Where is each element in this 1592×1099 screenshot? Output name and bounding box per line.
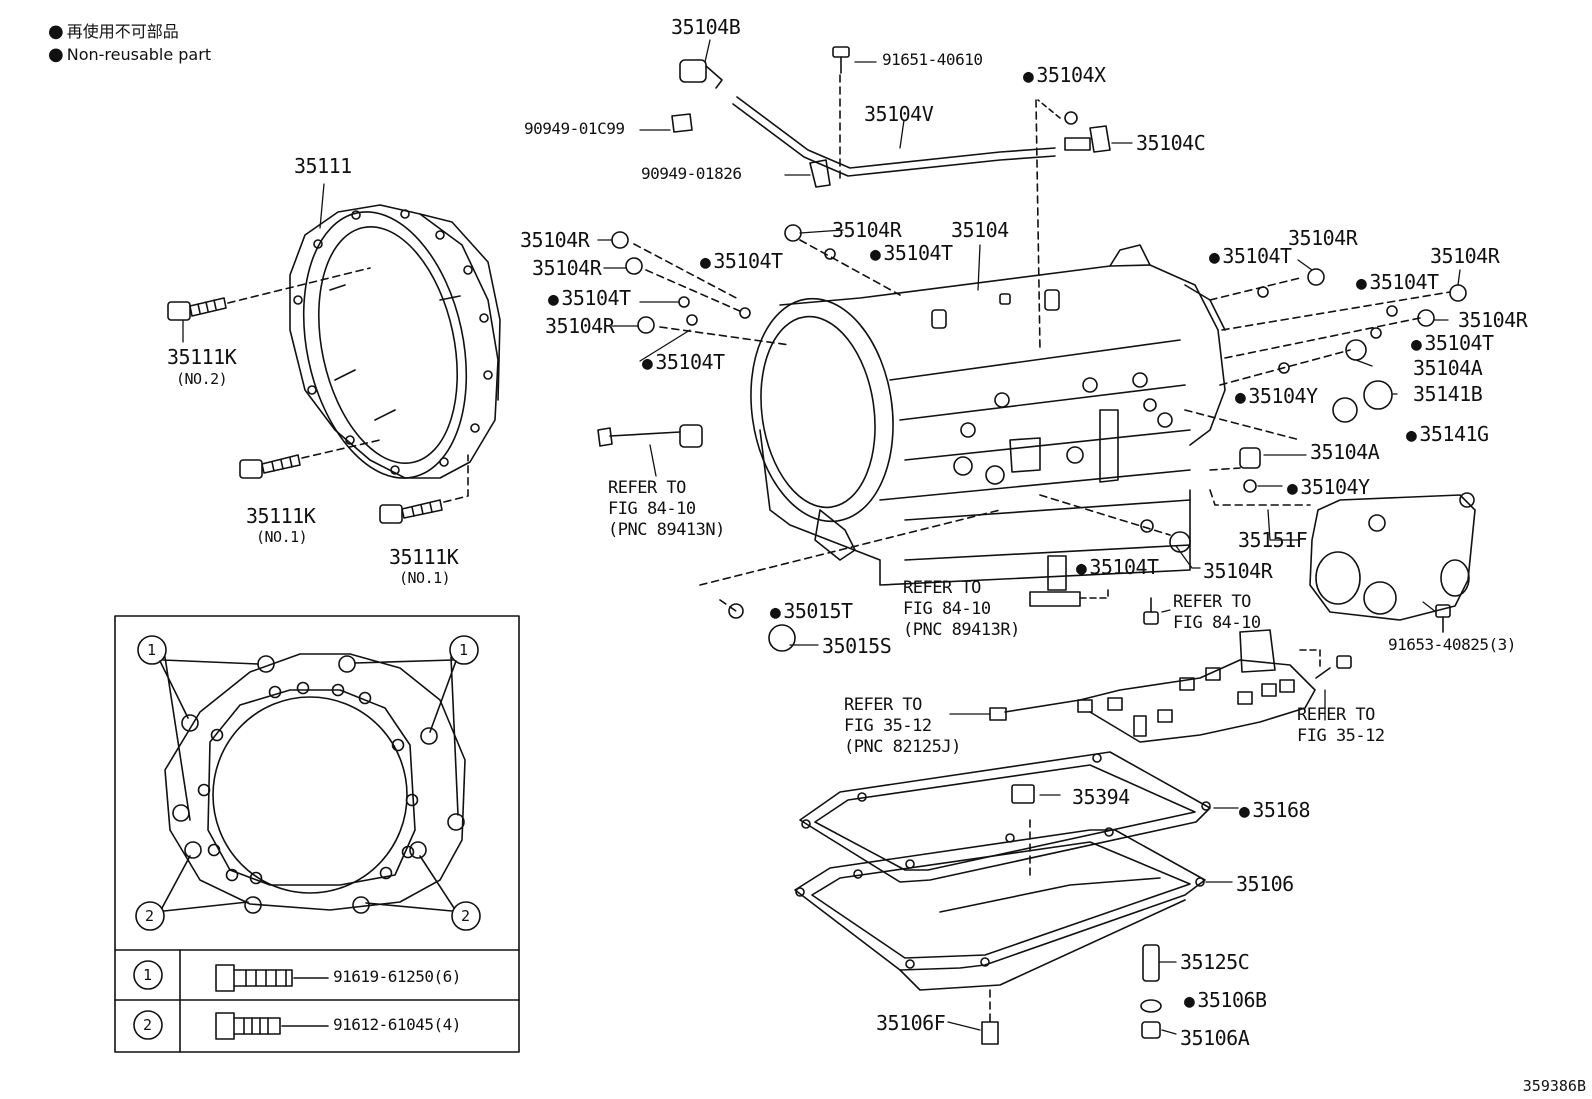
diagram-code: 359386B	[1522, 1077, 1586, 1095]
gasket-callout-2-left: 2	[145, 907, 154, 925]
gasket-inset	[114, 615, 520, 1053]
label-91651-40610: 91651-40610	[882, 50, 983, 69]
label-35141g: 35141G	[1406, 424, 1489, 445]
label-35104r-right-1: 35104R	[1288, 226, 1358, 250]
bolt-table-key-1: 1	[143, 966, 152, 984]
refer-fig-84-10-89413n[interactable]: REFER TO FIG 84-10 (PNC 89413N)	[608, 478, 725, 540]
label-90949-01826: 90949-01826	[641, 164, 742, 183]
gasket-callout-1-left: 1	[147, 641, 156, 659]
label-35106a: 35106A	[1180, 1026, 1250, 1050]
refer-fig-35-12-82125j[interactable]: REFER TO FIG 35-12 (PNC 82125J)	[844, 695, 961, 757]
oil-pan-gasket	[799, 751, 1211, 883]
bolt-table-part-1: 91619-61250(6)	[333, 967, 461, 986]
bolt-35111k-no1-b	[379, 499, 443, 524]
bolt-table-key-2: 2	[143, 1016, 152, 1034]
transmission-case	[750, 244, 1226, 586]
oil-pan	[794, 827, 1206, 991]
label-35104x: 35104X	[1023, 65, 1106, 86]
label-35111k-no1-a: 35111K	[246, 504, 316, 528]
label-35111: 35111	[294, 154, 352, 178]
label-35104r-1: 35104R	[520, 228, 590, 252]
label-35141b: 35141B	[1413, 382, 1483, 406]
label-35104t-right-3: 35104T	[1411, 333, 1494, 354]
label-35104r-2: 35104R	[532, 256, 602, 280]
label-35104a-right: 35104A	[1413, 356, 1483, 380]
label-35394: 35394	[1072, 785, 1130, 809]
valve-body-cover	[1309, 492, 1476, 621]
label-35151f: 35151F	[1238, 528, 1308, 552]
leader-lines	[182, 39, 1461, 1035]
label-91653-40825: 91653-40825(3)	[1388, 635, 1516, 654]
label-35125c: 35125C	[1180, 950, 1250, 974]
label-35106f: 35106F	[876, 1011, 946, 1035]
bolt-table-part-2: 91612-61045(4)	[333, 1015, 461, 1034]
label-35104r-right-3: 35104R	[1458, 308, 1528, 332]
label-35015s: 35015S	[822, 634, 892, 658]
label-35104r-low: 35104R	[1203, 559, 1273, 583]
label-35104b: 35104B	[671, 15, 741, 39]
gasket-callout-1-right: 1	[459, 641, 468, 659]
label-35168: 35168	[1239, 800, 1310, 821]
label-35111k-no2: 35111K	[167, 345, 237, 369]
label-35104t-mid: 35104T	[870, 243, 953, 264]
label-35104t-2: 35104T	[642, 352, 725, 373]
label-90949-01c99: 90949-01C99	[524, 119, 625, 138]
label-35104t-top: 35104T	[700, 251, 783, 272]
refer-fig-35-12[interactable]: REFER TO FIG 35-12	[1297, 705, 1385, 746]
label-35104c: 35104C	[1136, 131, 1206, 155]
label-no1-a: (NO.1)	[256, 528, 308, 546]
bolt-35111k-no1-a	[239, 454, 301, 479]
label-35104y-1: 35104Y	[1235, 386, 1318, 407]
label-35104t-low: 35104T	[1076, 557, 1159, 578]
label-35104r-top: 35104R	[832, 218, 902, 242]
speed-sensor	[597, 424, 1081, 607]
label-no2: (NO.2)	[176, 370, 228, 388]
label-35104a: 35104A	[1310, 440, 1380, 464]
label-35106: 35106	[1236, 872, 1294, 896]
refer-fig-84-10[interactable]: REFER TO FIG 84-10	[1173, 592, 1261, 633]
refer-fig-84-10-89413r[interactable]: REFER TO FIG 84-10 (PNC 89413R)	[903, 578, 1020, 640]
label-35104v: 35104V	[864, 102, 934, 126]
label-no1-b: (NO.1)	[399, 569, 451, 587]
label-35104: 35104	[951, 218, 1009, 242]
label-35104y-2: 35104Y	[1287, 477, 1370, 498]
legend-en: Non-reusable part	[48, 44, 211, 65]
label-35104t-right-2: 35104T	[1356, 272, 1439, 293]
label-35104t-right-1: 35104T	[1209, 246, 1292, 267]
small-bolts	[1143, 597, 1451, 679]
oil-filler-tube	[671, 46, 1111, 188]
bell-housing	[289, 204, 501, 479]
wire-harness	[989, 629, 1316, 743]
label-35106b: 35106B	[1184, 990, 1267, 1011]
label-35104r-right-2: 35104R	[1430, 244, 1500, 268]
bolt-35111k-no2	[167, 297, 227, 321]
label-35015t: 35015T	[770, 601, 853, 622]
gasket-callout-2-right: 2	[461, 907, 470, 925]
label-35111k-no1-b: 35111K	[389, 545, 459, 569]
label-35104r-3: 35104R	[545, 314, 615, 338]
legend-jp: 再使用不可部品	[48, 18, 179, 42]
drain-parts	[981, 944, 1162, 1045]
label-35104t-1: 35104T	[548, 288, 631, 309]
